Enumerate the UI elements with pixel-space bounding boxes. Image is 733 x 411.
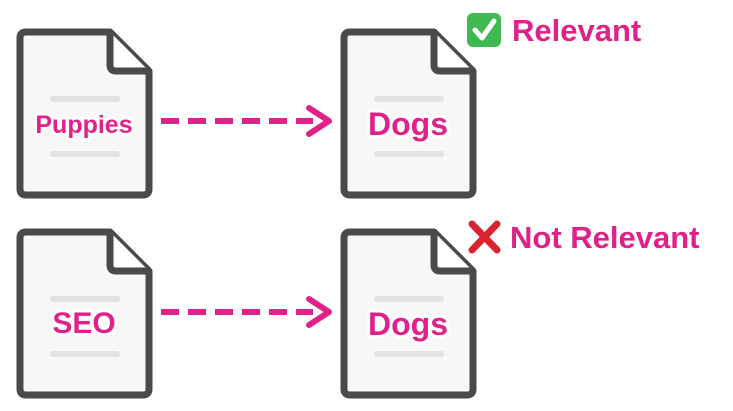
source-document-label: SEO [52, 307, 115, 340]
verdict-label: Relevant [512, 13, 641, 48]
source-document: SEO [20, 232, 149, 395]
target-document-label: Dogs [368, 106, 448, 142]
target-document-label: Dogs [368, 306, 448, 342]
dashed-arrow-icon [161, 105, 332, 137]
verdict-label: Not Relevant [510, 220, 699, 255]
source-document: Puppies [20, 32, 149, 195]
verdict-relevant: Relevant [467, 10, 644, 51]
cross-mark-icon [468, 220, 501, 254]
target-document: Dogs [344, 232, 473, 395]
verdict-not-relevant: Not Relevant [468, 217, 702, 258]
dashed-arrow-icon [161, 296, 332, 328]
source-document-label: Puppies [35, 111, 132, 139]
row-not-relevant: SEO Dogs Not Relevant [20, 217, 702, 395]
check-mark-icon [467, 13, 501, 47]
target-document: Dogs [344, 32, 473, 195]
row-relevant: Puppies Dogs Relevant [20, 10, 644, 195]
